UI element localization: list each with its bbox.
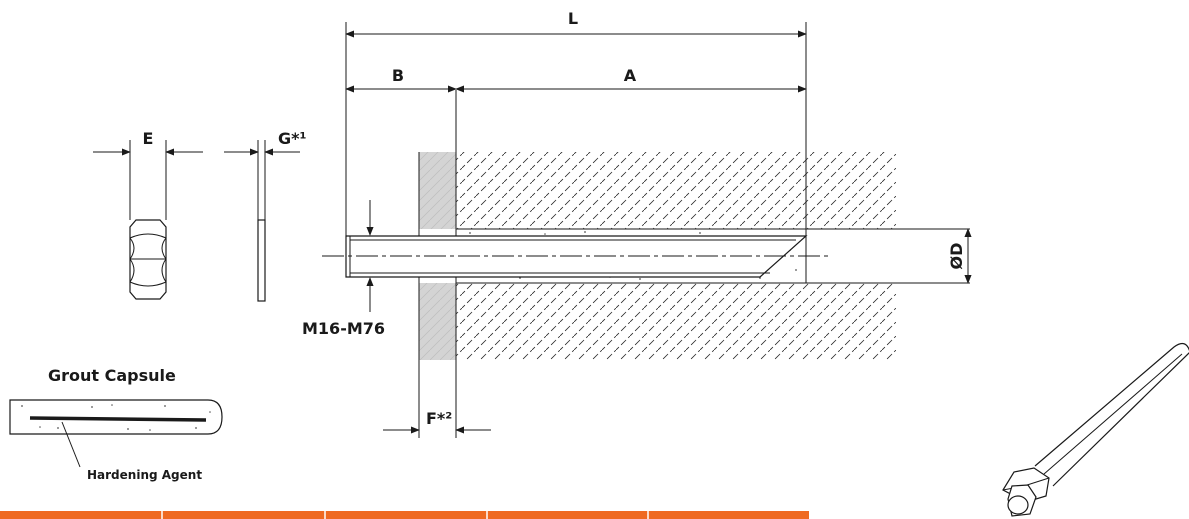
bolt-size-label: M16-M76 — [302, 319, 385, 338]
base-plate — [418, 90, 457, 438]
hex-nut: E — [93, 129, 203, 300]
accent-bar — [0, 511, 809, 519]
anchor-bolt — [322, 235, 828, 278]
hardening-agent-label: Hardening Agent — [87, 468, 202, 482]
label-a: A — [624, 66, 637, 85]
label-l: L — [568, 9, 578, 28]
grout-capsule-title: Grout Capsule — [48, 366, 176, 385]
dimension-a: A — [455, 66, 807, 93]
label-g: G*¹ — [278, 129, 307, 148]
bolt-size-indicator: M16-M76 — [302, 200, 385, 338]
bolt-isometric-illustration — [1002, 342, 1189, 517]
label-b: B — [392, 66, 404, 85]
dimension-b: B — [345, 66, 457, 93]
dimension-l: L — [345, 9, 807, 283]
label-e: E — [143, 129, 154, 148]
dimension-d: ØD — [947, 228, 972, 284]
label-f: F*² — [426, 409, 452, 428]
label-d: ØD — [947, 243, 966, 270]
washer: G*¹ — [224, 129, 307, 302]
dimension-f: F*² — [383, 409, 491, 434]
grout-capsule: Grout Capsule Hardening Agent — [9, 366, 223, 482]
